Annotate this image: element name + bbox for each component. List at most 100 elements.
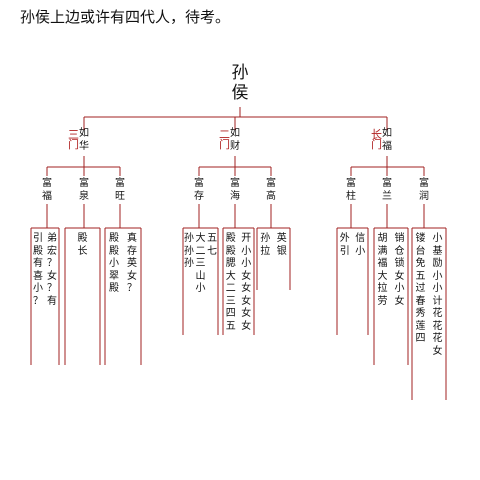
descendant-names-column-char: 引: [33, 233, 43, 244]
child-node-char: 海: [230, 190, 240, 202]
child-node-char: 存: [194, 190, 204, 202]
child-node: 富旺: [115, 178, 125, 203]
door-mark-char: 三: [68, 128, 79, 141]
descendant-names-column-char: ？: [33, 295, 43, 307]
descendant-names-column-char: 外: [339, 233, 350, 244]
descendant-names-column-char: 殿: [109, 233, 119, 244]
branch-node: 如福: [382, 128, 392, 153]
descendant-names-column: 镂台免五过春秀莲四: [416, 233, 426, 346]
descendant-names-column-char: 三: [195, 258, 206, 269]
descendant-names-column: 殿殿小翠殿: [109, 233, 119, 296]
descendant-names-column-char: 大: [377, 270, 388, 282]
descendant-names-column-char: 仓: [394, 245, 405, 257]
descendant-names-column-char: 基: [432, 245, 443, 257]
descendant-names-column-char: 小: [195, 283, 206, 294]
descendant-names-column-char: 台: [415, 245, 426, 257]
child-node-char: 兰: [382, 190, 392, 202]
descendant-names-column-char: 女: [241, 295, 252, 307]
descendant-names-column-char: ？: [47, 283, 57, 294]
descendant-names-column-char: 殿: [77, 233, 88, 244]
descendant-names-column-char: 腮: [225, 258, 236, 269]
descendant-names-column-char: 女: [241, 320, 252, 332]
descendant-names-column-char: 励: [432, 258, 443, 269]
descendant-names-column-char: 孙: [183, 245, 194, 257]
door-mark-char: 门: [219, 138, 230, 151]
descendant-names-column-char: 大: [195, 233, 206, 244]
descendant-names-column-char: 女: [241, 270, 252, 282]
descendant-names-column-char: 女: [394, 295, 405, 307]
descendant-names-column-char: 五: [415, 270, 426, 282]
child-node: 富福: [42, 178, 52, 203]
door-mark-char: 门: [371, 138, 382, 151]
descendant-names-column-char: 四: [225, 308, 236, 319]
descendant-names-column-char: 殿: [225, 233, 236, 244]
descendant-names-column-char: 劳: [377, 295, 388, 307]
descendant-names-column-char: 女: [127, 270, 137, 282]
descendant-names-column-char: 存: [127, 245, 137, 257]
child-node-char: 富: [419, 178, 429, 189]
child-node-char: 泉: [79, 190, 89, 202]
descendant-names-column-char: 大: [225, 270, 236, 282]
child-node-char: 富: [382, 178, 392, 189]
descendant-names-column: 销仓锁女小女: [395, 233, 405, 308]
descendant-names-column-char: 长: [77, 245, 88, 257]
descendant-names-column-char: 开: [241, 233, 252, 244]
descendant-names-column: 英银: [277, 233, 287, 258]
door-mark-char: 二: [219, 128, 230, 141]
child-node: 富泉: [79, 178, 89, 203]
descendant-names-column: 小基励小小计花花花女: [433, 233, 443, 358]
descendant-names-column-char: 五: [207, 233, 218, 244]
descendant-names-column-char: 女: [47, 270, 57, 282]
descendant-names-column-char: 拉: [377, 283, 388, 294]
descendant-names-column-char: 小: [394, 283, 405, 294]
descendant-names-column: 五七: [207, 233, 217, 258]
descendant-names-column-char: 女: [394, 270, 405, 282]
child-node-char: 富: [194, 178, 204, 189]
door-mark-char: 长: [371, 128, 382, 141]
descendant-names-column-char: 真: [127, 233, 137, 244]
descendant-names-column: 弟宏？女？有: [47, 233, 57, 308]
child-node-char: 高: [266, 190, 276, 202]
root-node-sun-hou: 孙 侯: [222, 63, 258, 103]
branch-node-char: 如: [79, 128, 89, 139]
child-node-char: 旺: [115, 190, 125, 202]
descendant-names-column-char: 小: [355, 245, 366, 257]
door-mark: 长门: [371, 128, 382, 151]
descendant-names-column-char: 小: [241, 245, 252, 257]
root-char: 孙: [231, 63, 249, 83]
descendant-names-column: 引殿有喜小？: [33, 233, 43, 308]
child-node: 富兰: [382, 178, 392, 203]
descendant-names-column-char: 福: [377, 258, 388, 269]
descendant-names-column-char: 二: [225, 283, 236, 294]
descendant-names-column-char: 喜: [33, 270, 43, 282]
descendant-names-column: 信小: [355, 233, 365, 258]
child-node-char: 富: [346, 178, 356, 189]
descendant-names-column: 外引: [340, 233, 350, 258]
descendant-names-column-char: 拉: [260, 245, 271, 257]
descendant-names-column-char: 小: [432, 283, 443, 294]
child-node-char: 福: [42, 190, 52, 202]
root-char: 侯: [231, 83, 249, 103]
door-mark: 二门: [219, 128, 230, 151]
descendant-names-column-char: 弟: [47, 233, 57, 244]
descendant-names-column-char: 英: [276, 233, 287, 244]
descendant-names-column-char: 银: [276, 245, 287, 257]
branch-node-char: 福: [382, 140, 392, 152]
branch-node-char: 如: [230, 128, 240, 139]
door-mark: 三门: [68, 128, 79, 151]
descendant-names-column-char: ？: [127, 283, 137, 294]
door-mark-char: 门: [68, 138, 79, 151]
child-node: 富海: [230, 178, 240, 203]
descendant-names-column-char: 殿: [109, 245, 119, 257]
descendant-names-column-char: 有: [47, 295, 57, 307]
descendant-names-column-char: 信: [355, 233, 366, 244]
child-node-char: 润: [419, 190, 429, 202]
descendant-names-column-char: 殿: [109, 283, 119, 294]
descendant-names-column-char: 春: [415, 295, 426, 307]
descendant-names-column-char: 四: [415, 333, 426, 344]
descendant-names-column-char: 孙: [260, 233, 271, 244]
descendant-names-column-char: 殿: [225, 245, 236, 257]
descendant-names-column: 开小小女女女女女: [241, 233, 251, 333]
descendant-names-column-char: 秀: [415, 308, 426, 319]
